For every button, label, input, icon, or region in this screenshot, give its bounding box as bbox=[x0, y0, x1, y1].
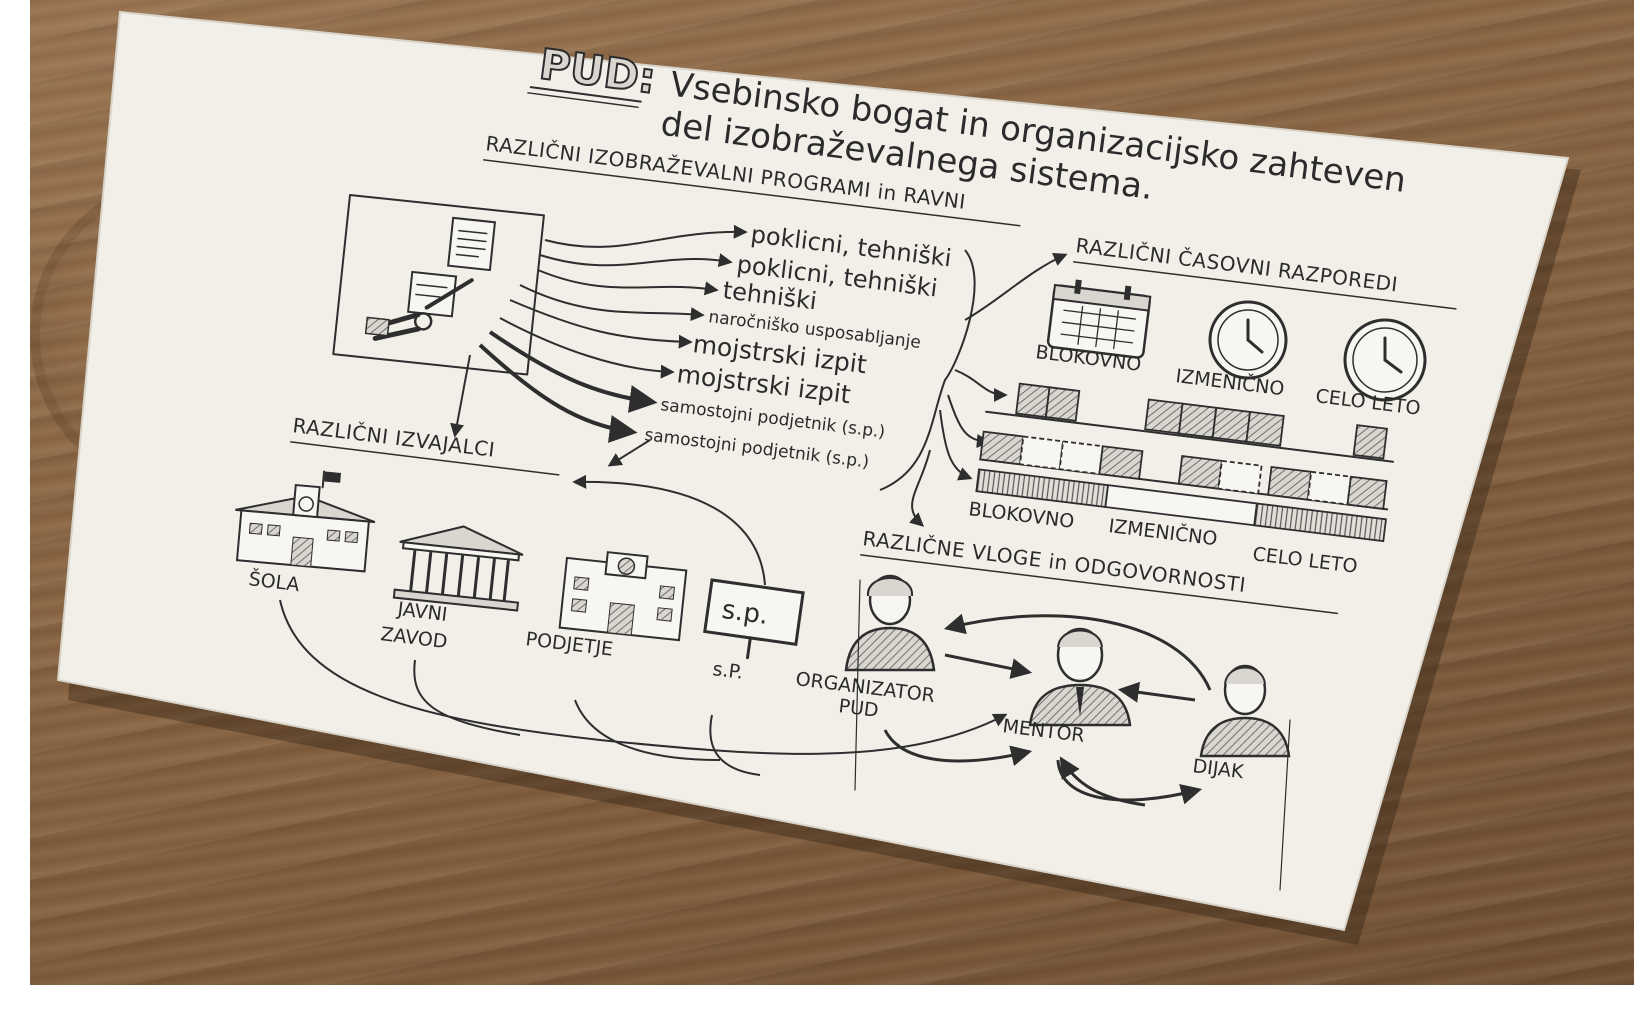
document-icon bbox=[448, 218, 495, 270]
clock-icon bbox=[1345, 320, 1425, 400]
clock-icon bbox=[1210, 302, 1286, 378]
provider-label: s.P. bbox=[711, 658, 744, 684]
sole-proprietor-sign-text: s.p. bbox=[720, 595, 770, 631]
